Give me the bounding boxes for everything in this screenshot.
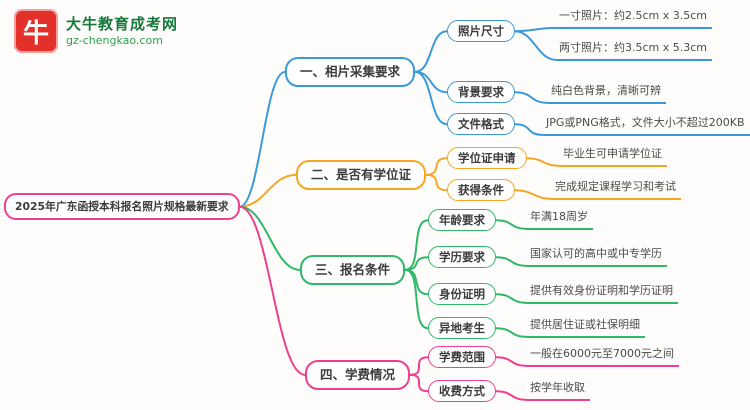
leaf-node-1-1-0: 完成规定课程学习和考试 [552, 180, 681, 200]
child-node-2-0: 年龄要求 [428, 209, 496, 232]
leaf-node-2-0-0: 年满18周岁 [527, 210, 593, 230]
leaf-node-3-1-0: 按学年收取 [527, 381, 590, 401]
leaf-node-3-0-0: 一般在6000元至7000元之间 [527, 347, 679, 367]
site-name: 大牛教育成考网 [66, 14, 179, 33]
child-node-0-2: 文件格式 [447, 113, 515, 136]
root-node: 2025年广东函授本科报名照片规格最新要求 [4, 193, 240, 221]
leaf-node-2-3-0: 提供居住证或社保明细 [527, 318, 645, 338]
child-node-3-1: 收费方式 [428, 380, 496, 403]
child-node-2-2: 身份证明 [428, 283, 496, 306]
branch-node-1: 二、是否有学位证 [296, 160, 427, 190]
branch-node-2: 三、报名条件 [300, 255, 406, 285]
child-node-1-1: 获得条件 [447, 179, 515, 202]
leaf-node-2-2-0: 提供有效身份证明和学历证明 [527, 284, 678, 304]
leaf-node-0-0-1: 两寸照片：约3.5cm x 5.3cm [556, 41, 713, 61]
child-node-3-0: 学费范围 [428, 346, 496, 369]
site-url: gz-chengkao.com [66, 34, 163, 48]
leaf-node-0-1-0: 纯白色背景，清晰可辨 [548, 84, 666, 104]
child-node-2-3: 异地考生 [428, 317, 496, 340]
leaf-node-0-2-0: JPG或PNG格式，文件大小不超过200KB [543, 116, 750, 136]
logo-bull-icon: 牛 [14, 9, 58, 53]
child-node-1-0: 学位证申请 [447, 147, 527, 170]
leaf-node-2-1-0: 国家认可的高中或中专学历 [527, 247, 667, 267]
site-logo[interactable]: 牛 大牛教育成考网 gz-chengkao.com [14, 9, 178, 53]
branch-node-0: 一、相片采集要求 [285, 57, 416, 87]
logo-text: 大牛教育成考网 gz-chengkao.com [66, 15, 178, 48]
branch-node-3: 四、学费情况 [305, 360, 411, 390]
child-node-2-1: 学历要求 [428, 246, 496, 269]
child-node-0-1: 背景要求 [447, 81, 515, 104]
leaf-node-1-0-0: 毕业生可申请学位证 [560, 147, 667, 167]
logo-bull-glyph: 牛 [22, 18, 49, 49]
child-node-0-0: 照片尺寸 [447, 20, 515, 43]
leaf-node-0-0-0: 一寸照片：约2.5cm x 3.5cm [556, 9, 713, 29]
